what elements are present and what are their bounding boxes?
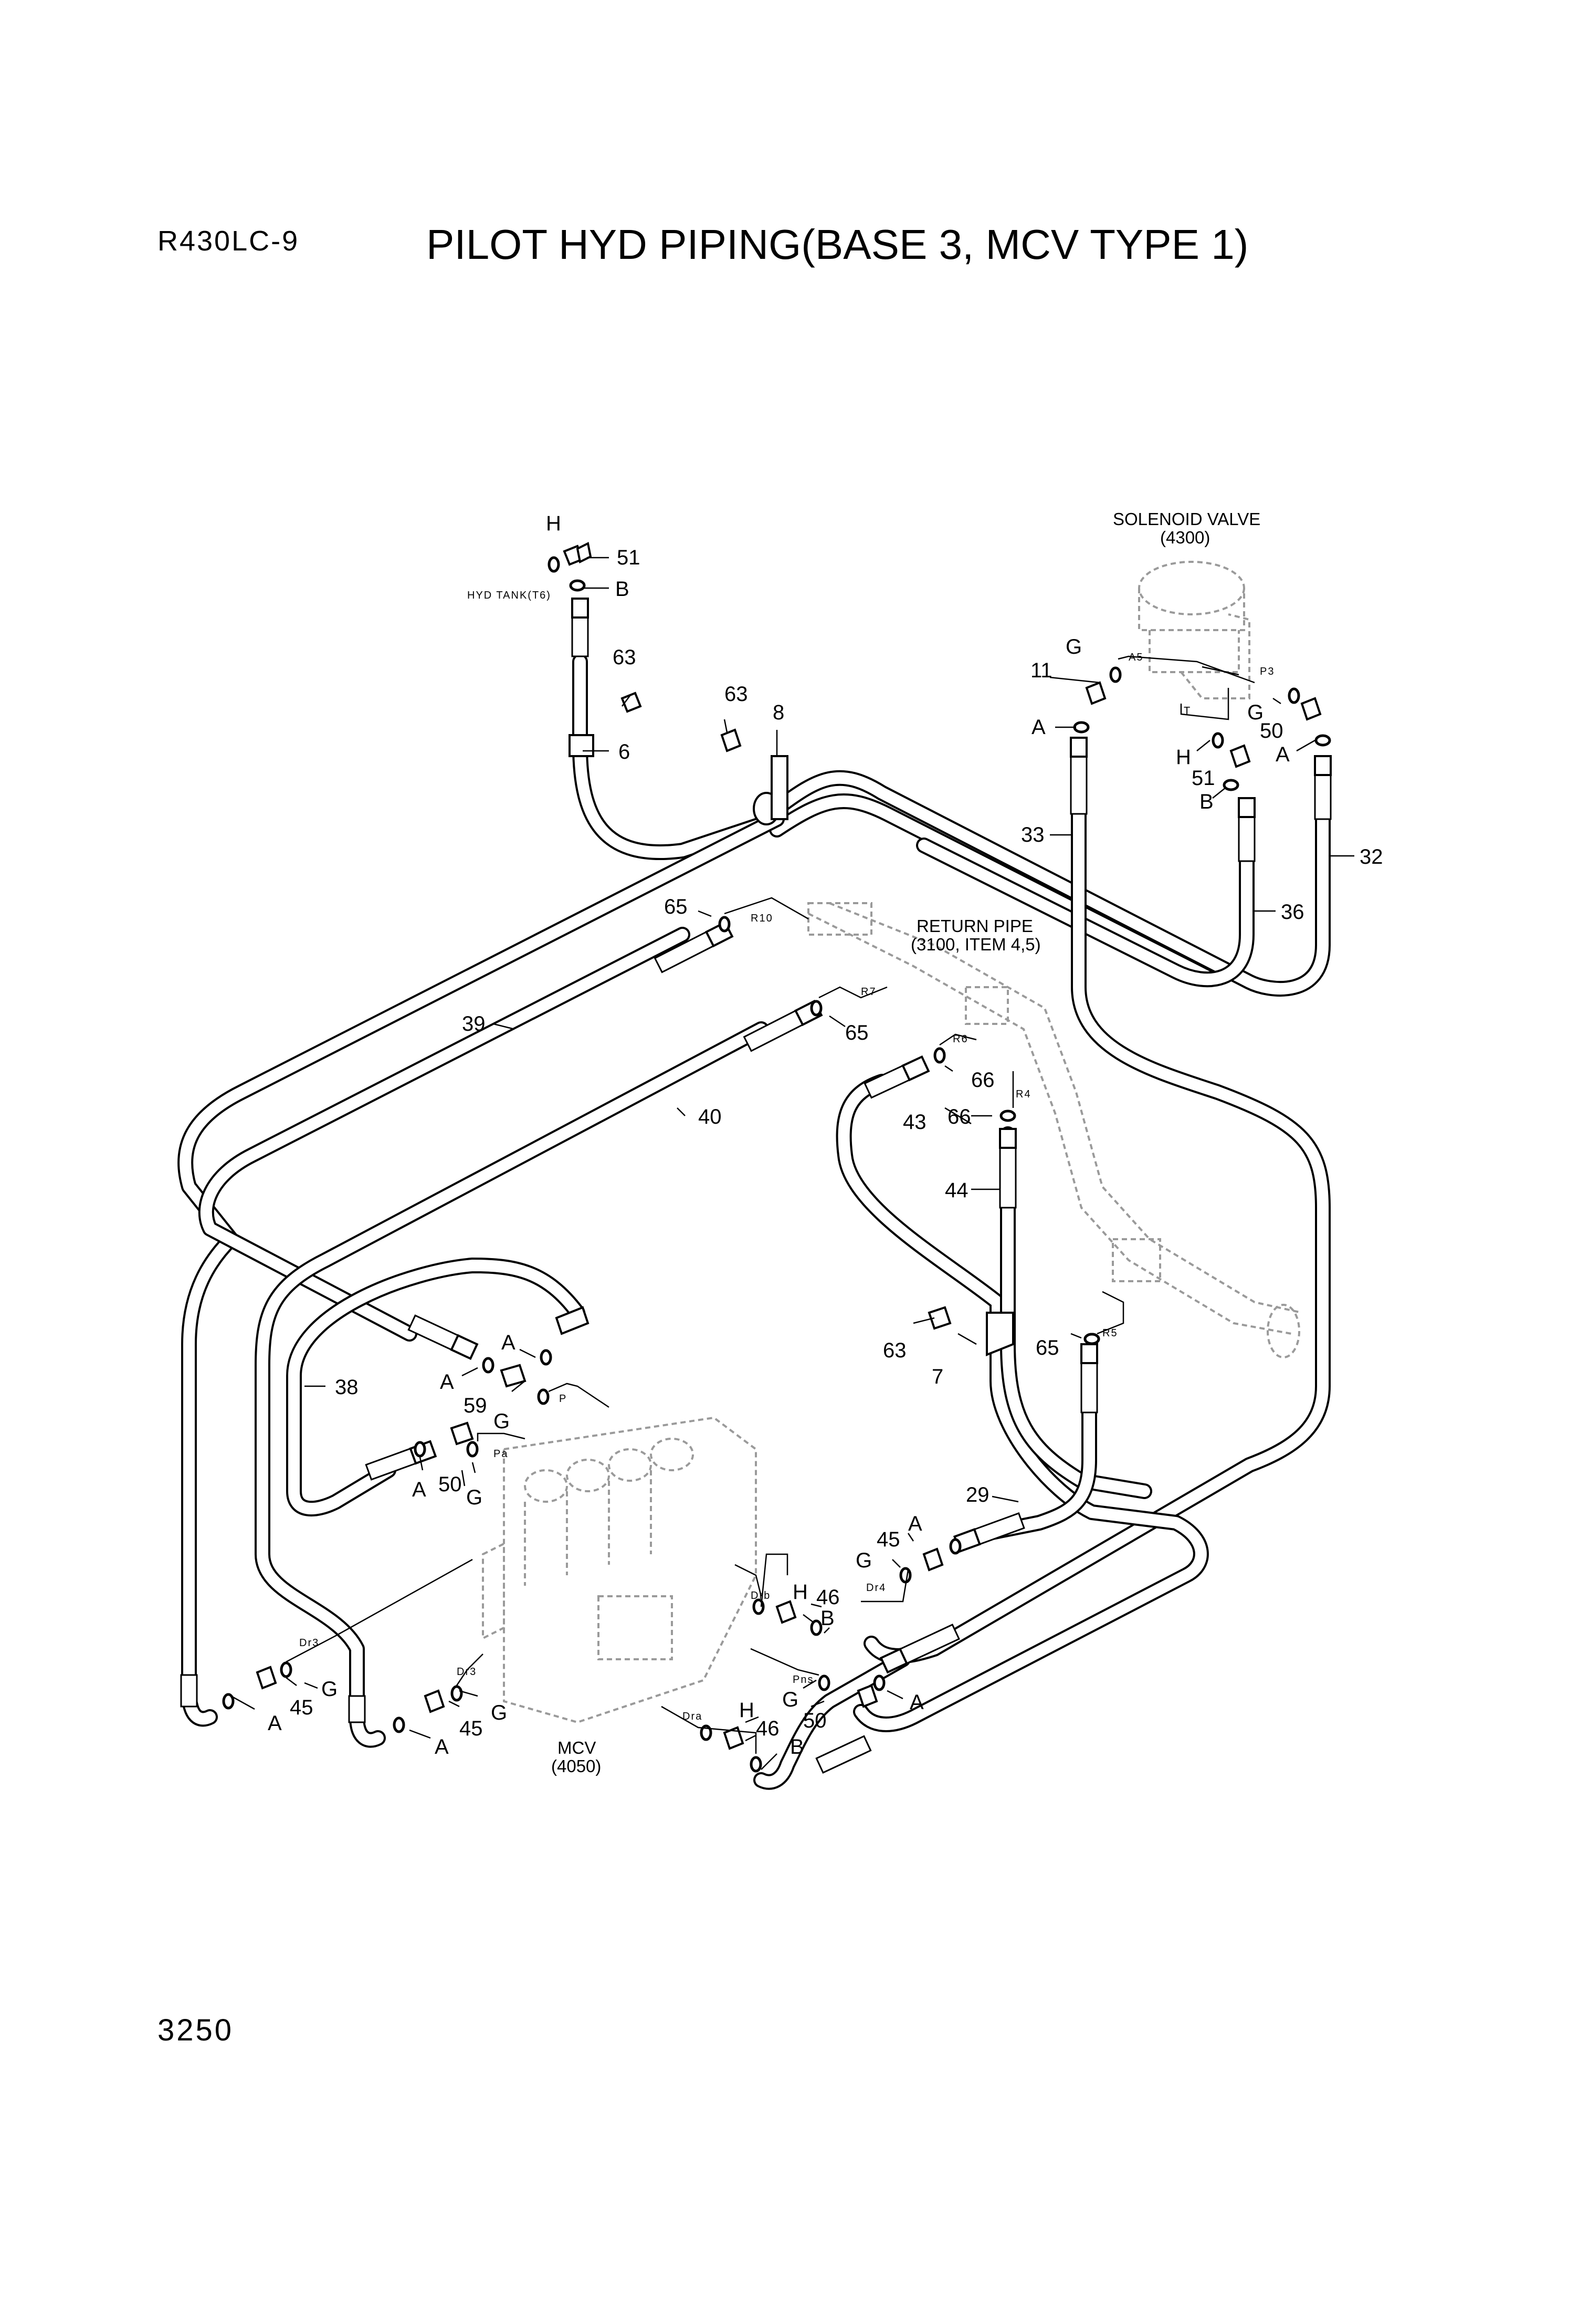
- callout: G: [782, 1688, 798, 1711]
- callout: G: [856, 1549, 872, 1572]
- callout: H: [793, 1580, 808, 1604]
- port-label: A5: [1129, 652, 1143, 663]
- callout: 51: [1192, 767, 1215, 790]
- leader-lines: [230, 557, 1354, 1770]
- callout: B: [790, 1735, 804, 1758]
- port-label: Dra: [682, 1711, 702, 1722]
- port-label: Pns: [793, 1674, 814, 1686]
- mcv-number: (4050): [551, 1756, 601, 1776]
- port-label: Pa: [493, 1448, 508, 1460]
- fittings: [256, 542, 1322, 1750]
- callout: 33: [1021, 823, 1045, 846]
- callout: 50: [1260, 719, 1283, 742]
- callout: A: [440, 1370, 454, 1394]
- callout: 43: [903, 1111, 927, 1134]
- callout: 45: [290, 1696, 313, 1719]
- callout: G: [321, 1678, 338, 1701]
- callout: A: [268, 1712, 282, 1735]
- callout: 6: [618, 740, 630, 763]
- part-callouts: H 51 B 63 63 8 6 G A5 11 P3 A G 50 T H A…: [268, 512, 1383, 1758]
- mcv-outline: [482, 1416, 757, 1724]
- o-rings: [222, 556, 1331, 1773]
- callout: 59: [464, 1394, 487, 1417]
- callout: 63: [613, 646, 636, 669]
- component-labels: SOLENOID VALVE (4300) RETURN PIPE (3100,…: [467, 509, 1260, 1776]
- callout: B: [820, 1607, 835, 1630]
- callout: G: [1247, 701, 1264, 724]
- callout: 44: [945, 1179, 969, 1202]
- callout: 63: [883, 1339, 907, 1362]
- callout: 11: [1030, 659, 1052, 682]
- callout: G: [491, 1701, 507, 1724]
- callout: A: [910, 1691, 924, 1714]
- model-number: R430LC-9: [157, 225, 300, 257]
- port-label: Dr3: [299, 1637, 319, 1649]
- callout: 50: [803, 1709, 827, 1732]
- port-label: P: [559, 1393, 567, 1405]
- return-pipe-ref: (3100, ITEM 4,5): [911, 935, 1041, 954]
- port-label: R4: [1016, 1088, 1031, 1100]
- callout: A: [501, 1331, 515, 1354]
- hose-ends: [180, 598, 1332, 1774]
- port-label: R10: [751, 913, 773, 924]
- page-title: PILOT HYD PIPING(BASE 3, MCV TYPE 1): [426, 221, 1249, 268]
- callout: 7: [932, 1365, 943, 1388]
- callout: G: [466, 1486, 482, 1509]
- callout: A: [412, 1478, 426, 1501]
- callout: 46: [756, 1717, 780, 1740]
- callout: B: [615, 578, 629, 601]
- port-label: R5: [1102, 1327, 1118, 1339]
- callout: 51: [617, 546, 640, 569]
- callout: 66: [971, 1069, 995, 1092]
- callout: A: [435, 1735, 449, 1758]
- callout: 63: [724, 683, 748, 706]
- callout: 65: [1036, 1336, 1059, 1359]
- port-label: R7: [861, 986, 877, 998]
- port-label: T: [1184, 705, 1191, 717]
- callout: H: [1176, 746, 1191, 769]
- port-label: R6: [953, 1033, 969, 1045]
- callout: 50: [438, 1473, 462, 1496]
- callout: 29: [966, 1483, 989, 1506]
- callout: 8: [773, 701, 784, 724]
- callout: 65: [845, 1021, 869, 1044]
- callout: 38: [335, 1376, 359, 1399]
- callout: 45: [877, 1528, 900, 1551]
- port-label: P3: [1260, 666, 1275, 677]
- callout: H: [546, 512, 561, 535]
- callout: 66: [948, 1105, 971, 1128]
- solenoid-valve-number: (4300): [1160, 528, 1210, 547]
- callout: 32: [1360, 845, 1383, 868]
- callout: 40: [698, 1105, 722, 1128]
- port-label: Dr4: [866, 1582, 886, 1594]
- return-pipe-label: RETURN PIPE: [917, 916, 1033, 936]
- page-number: 3250: [157, 2013, 234, 2047]
- callout: A: [908, 1512, 922, 1535]
- callout: A: [1031, 716, 1046, 739]
- callout: B: [1199, 790, 1214, 813]
- port-label: Drb: [751, 1590, 771, 1601]
- callout: G: [1066, 635, 1082, 658]
- solenoid-valve-outline: [1138, 561, 1250, 699]
- solenoid-valve-label: SOLENOID VALVE: [1113, 509, 1260, 529]
- callout: 65: [664, 895, 688, 918]
- callout: A: [1276, 743, 1290, 766]
- return-pipe-outline: [807, 902, 1302, 1358]
- port-label: Dr3: [457, 1666, 477, 1678]
- hyd-tank-label: HYD TANK(T6): [467, 590, 551, 601]
- pipe-network: [177, 654, 1331, 1790]
- callout: 39: [462, 1012, 486, 1035]
- callout: H: [739, 1699, 754, 1722]
- callout: 45: [459, 1717, 483, 1740]
- callout: 46: [816, 1586, 840, 1609]
- callout: 36: [1281, 901, 1304, 924]
- callout: G: [493, 1410, 510, 1433]
- mcv-label: MCV: [557, 1738, 596, 1757]
